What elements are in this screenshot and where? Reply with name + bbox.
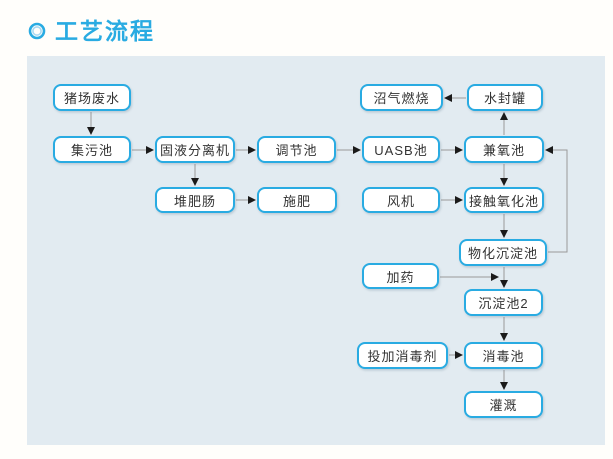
flow-edge-physchem-return-facultative (545, 146, 568, 253)
slide-header: 工艺流程 (28, 16, 155, 46)
page-title: 工艺流程 (55, 17, 155, 44)
ring-bullet-icon (28, 22, 46, 40)
